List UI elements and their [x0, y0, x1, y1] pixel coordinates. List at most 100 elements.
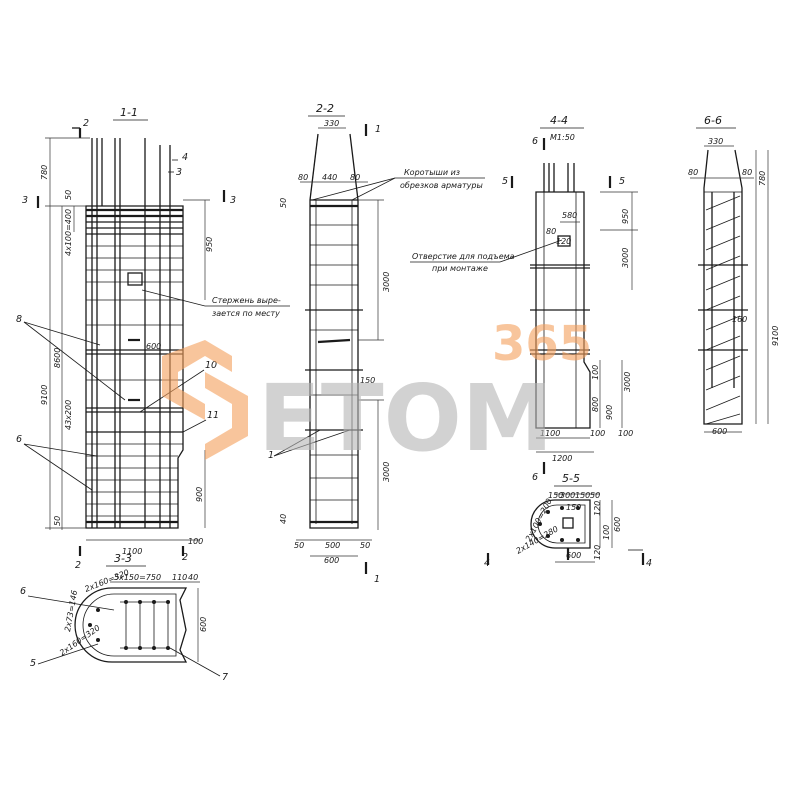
section-outline	[530, 499, 591, 549]
dim-80b: 80	[742, 168, 752, 177]
dim-80: 80	[298, 173, 308, 182]
dim-780: 780	[40, 165, 49, 180]
watermark-number: 365	[492, 316, 592, 372]
mark-2: 2	[83, 118, 89, 129]
section-title-6-6: 6-6	[704, 114, 722, 127]
rebar-dot	[576, 506, 580, 510]
mark-6: 6	[532, 472, 538, 483]
dim-top: 5х150=750	[114, 573, 161, 582]
dim-150b: 150	[575, 491, 590, 500]
watermark-brand: ETOM	[258, 365, 553, 472]
section-4-4: 4-4 М1:50 6 6 5 5	[410, 114, 638, 483]
dim-8600: 8600	[53, 348, 62, 368]
rebar-dot	[560, 538, 564, 542]
leader	[273, 429, 351, 457]
dim-arc2: 2х73=146	[63, 589, 79, 632]
stirrups-22	[305, 224, 363, 524]
dim-steps: 43х200	[64, 400, 73, 430]
dim-40: 40	[279, 514, 288, 524]
middle-stirrups	[86, 299, 183, 413]
dim-100: 100	[591, 365, 600, 380]
dim-3000b: 3000	[382, 462, 391, 482]
note-hole-2: при монтаже	[432, 264, 488, 273]
mark-11: 11	[207, 410, 219, 421]
mark-4: 4	[182, 152, 188, 163]
mark-8: 8	[16, 314, 22, 325]
protruding-bars	[91, 138, 171, 206]
section-title-3-3: 3-3	[114, 552, 132, 565]
dim-330: 330	[324, 119, 339, 128]
mark-3: 3	[230, 195, 236, 206]
mark-1: 1	[375, 124, 381, 135]
right-dimensions	[183, 199, 210, 528]
section-1-1: 1-1 2 2 2 3 3	[16, 106, 290, 571]
section-5-5: 5-5 4 4 150 300 150 50 150 120 100 600 1…	[484, 472, 652, 569]
rebar-dot	[538, 522, 542, 526]
dim-3000a: 3000	[382, 272, 391, 292]
leader	[27, 595, 115, 611]
dim-b500: 500	[325, 541, 340, 550]
dim-80b: 80	[350, 173, 360, 182]
mark-7: 7	[222, 672, 228, 683]
mark-6: 6	[532, 136, 538, 147]
section-title-5-5: 5-5	[562, 472, 580, 485]
dim-120: 120	[556, 237, 571, 246]
section-outline	[74, 587, 188, 663]
dim-50: 50	[590, 491, 600, 500]
note-stubs-2: обрезков арматуры	[400, 181, 483, 190]
dim-120b: 120	[593, 545, 602, 560]
leader	[23, 321, 101, 346]
dim-300: 300	[560, 491, 575, 500]
dim-150c: 150	[566, 503, 581, 512]
note-hole-1: Отверстие для подъема	[412, 252, 515, 261]
mark-6: 6	[20, 586, 26, 597]
mark-2: 2	[75, 560, 81, 571]
dim-900: 900	[605, 405, 614, 420]
section-title-4-4: 4-4	[550, 114, 568, 127]
section-2-2: 2-2 330 1 1	[268, 102, 485, 585]
dim-800: 800	[591, 397, 600, 412]
leader	[311, 177, 396, 201]
leader-note	[141, 289, 206, 307]
left-dimensions	[45, 137, 90, 530]
mark-10: 10	[205, 360, 217, 371]
dim-40: 40	[188, 573, 198, 582]
leader	[182, 419, 207, 433]
dim-step-top: 4х100=400	[64, 209, 73, 256]
dim-150: 150	[360, 376, 375, 385]
logo-mark	[162, 340, 232, 420]
dim-580: 580	[562, 211, 577, 220]
mark-5: 5	[502, 176, 508, 187]
dim-780: 780	[758, 171, 767, 186]
section-3-3: 3-3 5х150=750 110 40	[20, 552, 228, 683]
dim-w600: 600	[566, 551, 581, 560]
dim-1100: 1100	[540, 429, 560, 438]
dim-50: 50	[64, 190, 73, 200]
dim-160: 160	[732, 315, 747, 324]
hole-square	[562, 517, 574, 529]
dim-900: 900	[195, 487, 204, 502]
leader	[23, 443, 98, 457]
dim-110: 110	[172, 573, 187, 582]
dim-600-label: 600	[146, 342, 161, 351]
note-rod-cut-1: Стержень выре-	[212, 296, 281, 305]
mark-6: 6	[16, 434, 22, 445]
rebar-dot	[546, 534, 550, 538]
dim-120: 120	[593, 501, 602, 516]
taper	[309, 133, 319, 201]
vertical-bars	[91, 206, 171, 528]
scale-label: М1:50	[550, 133, 575, 142]
dim-50: 50	[279, 198, 288, 208]
mark-2: 2	[182, 552, 188, 563]
dim-3000b: 3000	[623, 372, 632, 392]
bottom-stirrups	[86, 431, 183, 524]
top-stirrups	[86, 208, 183, 283]
mark-3: 3	[176, 167, 182, 178]
section-title-2-2: 2-2	[316, 102, 334, 115]
leader	[23, 443, 93, 491]
dim-3000: 3000	[621, 248, 630, 268]
leader	[37, 643, 99, 665]
dim-80: 80	[546, 227, 556, 236]
dim-80a: 80	[688, 168, 698, 177]
